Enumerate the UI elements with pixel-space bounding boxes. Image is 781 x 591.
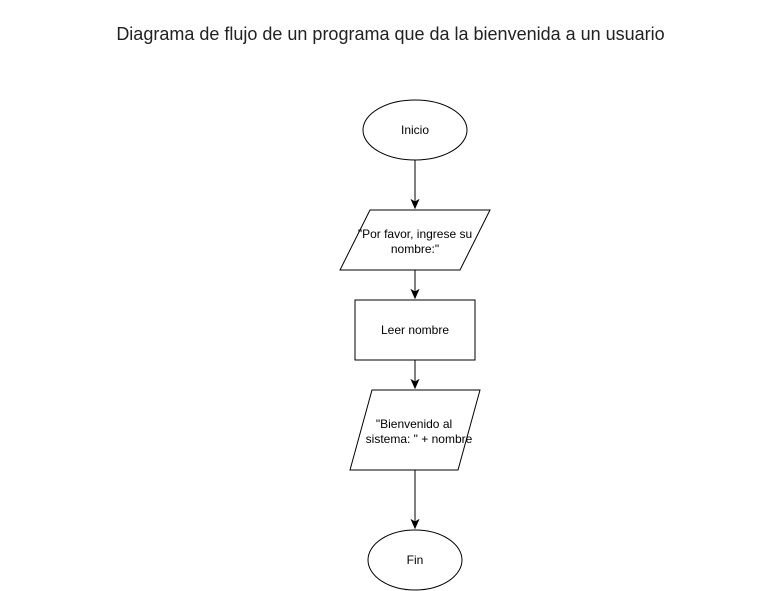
end-label: Fin bbox=[407, 553, 424, 567]
output-label-line-1: "Bienvenido al bbox=[376, 417, 452, 431]
read-rectangle bbox=[354, 299, 476, 361]
prompt-node[interactable]: "Por favor, ingrese su nombre:" bbox=[339, 209, 491, 271]
output-label-line-2: sistema: " + nombre bbox=[366, 432, 473, 446]
start-label: Inicio bbox=[401, 123, 429, 137]
output-node[interactable]: "Bienvenido al sistema: " + nombre bbox=[349, 389, 481, 471]
read-node[interactable]: Leer nombre bbox=[354, 299, 476, 361]
prompt-label-line-1: "Por favor, ingrese su bbox=[358, 227, 472, 241]
prompt-label-line-2: nombre:" bbox=[391, 242, 439, 256]
start-ellipse bbox=[362, 99, 468, 161]
end-ellipse bbox=[367, 529, 463, 591]
output-parallelogram bbox=[349, 389, 481, 471]
read-label: Leer nombre bbox=[381, 323, 449, 337]
start-node[interactable]: Inicio bbox=[362, 99, 468, 161]
prompt-parallelogram bbox=[339, 209, 491, 271]
diagram-title: Diagrama de flujo de un programa que da … bbox=[116, 24, 665, 44]
end-node[interactable]: Fin bbox=[367, 529, 463, 591]
